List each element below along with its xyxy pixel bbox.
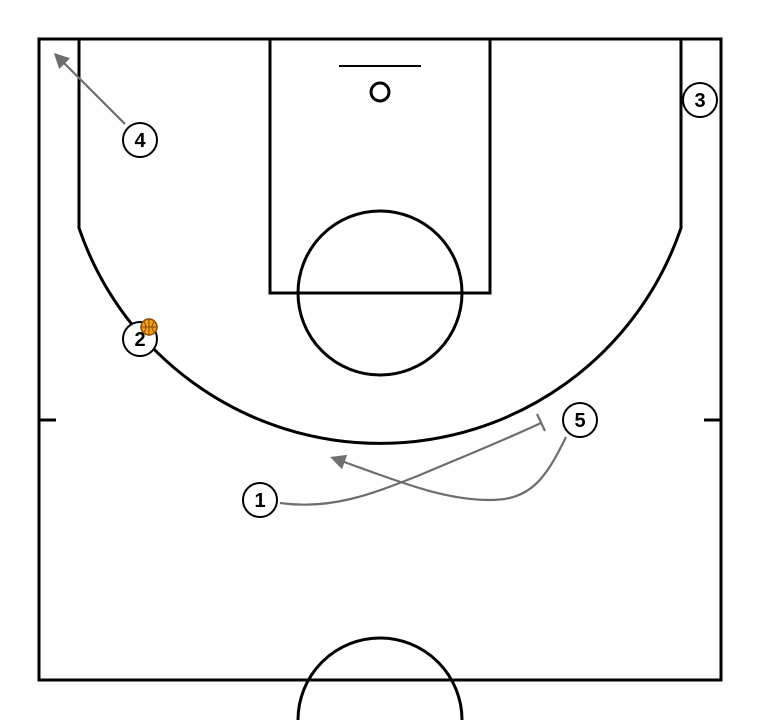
player-3[interactable]: 3 xyxy=(682,82,718,118)
basket-rim xyxy=(369,81,391,103)
screen-bar-player-1 xyxy=(536,413,546,432)
movement-line-player-1 xyxy=(279,422,542,506)
movement-line-player-5 xyxy=(330,436,567,502)
player-3-label: 3 xyxy=(694,90,705,112)
player-1-label: 1 xyxy=(254,490,265,512)
player-4[interactable]: 4 xyxy=(122,122,158,158)
movement-line-player-4 xyxy=(53,52,126,125)
free-throw-circle xyxy=(296,209,464,377)
player-2-label: 2 xyxy=(134,329,145,351)
player-5[interactable]: 5 xyxy=(562,402,598,438)
player-5-label: 5 xyxy=(574,410,585,432)
player-1[interactable]: 1 xyxy=(242,482,278,518)
basketball-icon xyxy=(140,318,158,336)
player-4-label: 4 xyxy=(134,130,146,152)
center-circle xyxy=(296,636,464,720)
paint-area xyxy=(268,37,492,295)
